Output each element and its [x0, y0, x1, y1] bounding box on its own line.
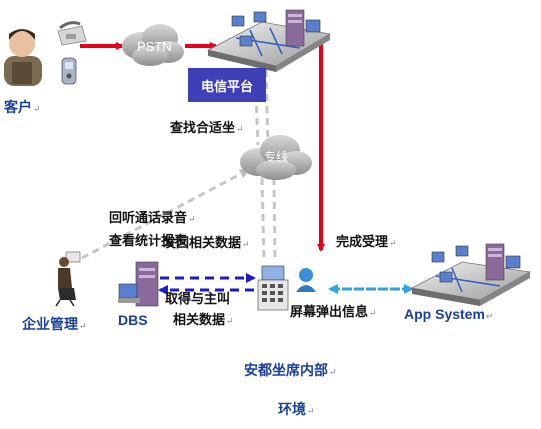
- call-flow: [80, 38, 325, 252]
- enterprise-mgmt-label: 企业管理↵: [22, 317, 87, 333]
- app-system-icon: [410, 243, 532, 306]
- inside-line1-text: 安都坐席内部: [244, 363, 328, 379]
- manager-to-cloud-line: [81, 168, 250, 260]
- complete-handling-label: 完成受理↵: [336, 235, 397, 250]
- app-system-label: App System↵: [404, 306, 494, 322]
- screen-popup-text: 屏幕弹出信息: [290, 305, 369, 320]
- desk-phone-icon: [57, 21, 87, 46]
- send-data-label: 发回相关数据↵: [163, 236, 250, 251]
- listen-recordings-text: 回听通话录音: [109, 211, 188, 226]
- pstn-cloud-icon: [122, 24, 184, 66]
- platform-to-cloud-line-2: [264, 69, 270, 146]
- dedicated-line-label: 专线: [264, 150, 289, 164]
- find-agent-text: 查找合适坐: [170, 121, 236, 136]
- dbs-server-icon: [118, 261, 159, 307]
- dbs-label: DBS: [118, 312, 148, 328]
- manager-person-icon: [55, 251, 81, 307]
- screen-popup-label: 屏幕弹出信息↵: [290, 305, 377, 320]
- find-agent-label: 查找合适坐↵: [170, 121, 244, 136]
- complete-handling-text: 完成受理: [336, 235, 389, 250]
- inside-environment-line2: 环境↵: [278, 402, 315, 418]
- listen-recordings-label: 回听通话录音↵: [109, 211, 196, 226]
- enterprise-mgmt-text: 企业管理: [22, 317, 78, 333]
- agent-workstation-icon: [257, 265, 316, 311]
- telecom-platform-box: 电信平台: [188, 68, 266, 102]
- mobile-phone-icon: [61, 57, 77, 85]
- inside-line2-text: 环境: [278, 402, 306, 418]
- cloud-to-agent-line-2: [272, 177, 277, 263]
- app-system-text: App System: [404, 306, 485, 322]
- customer-person-icon: [4, 29, 42, 86]
- send-data-text: 发回相关数据: [163, 236, 242, 251]
- view-stats-label: 查看统计报表: [109, 234, 188, 249]
- telecom-platform-icon: [206, 9, 332, 72]
- inside-environment-line1: 安都坐席内部↵: [244, 363, 337, 379]
- customer-text: 客户: [4, 100, 32, 116]
- dedicated-line-cloud-icon: [240, 135, 312, 180]
- data-flow: [158, 273, 256, 295]
- related-data-text: 相关数据: [173, 313, 226, 328]
- customer-label: 客户↵: [4, 100, 41, 116]
- fetch-caller-label: 取得与主叫: [165, 292, 231, 307]
- related-data-label: 相关数据↵: [173, 313, 234, 328]
- cloud-to-agent-line: [260, 177, 266, 263]
- pstn-label: PSTN: [137, 39, 172, 54]
